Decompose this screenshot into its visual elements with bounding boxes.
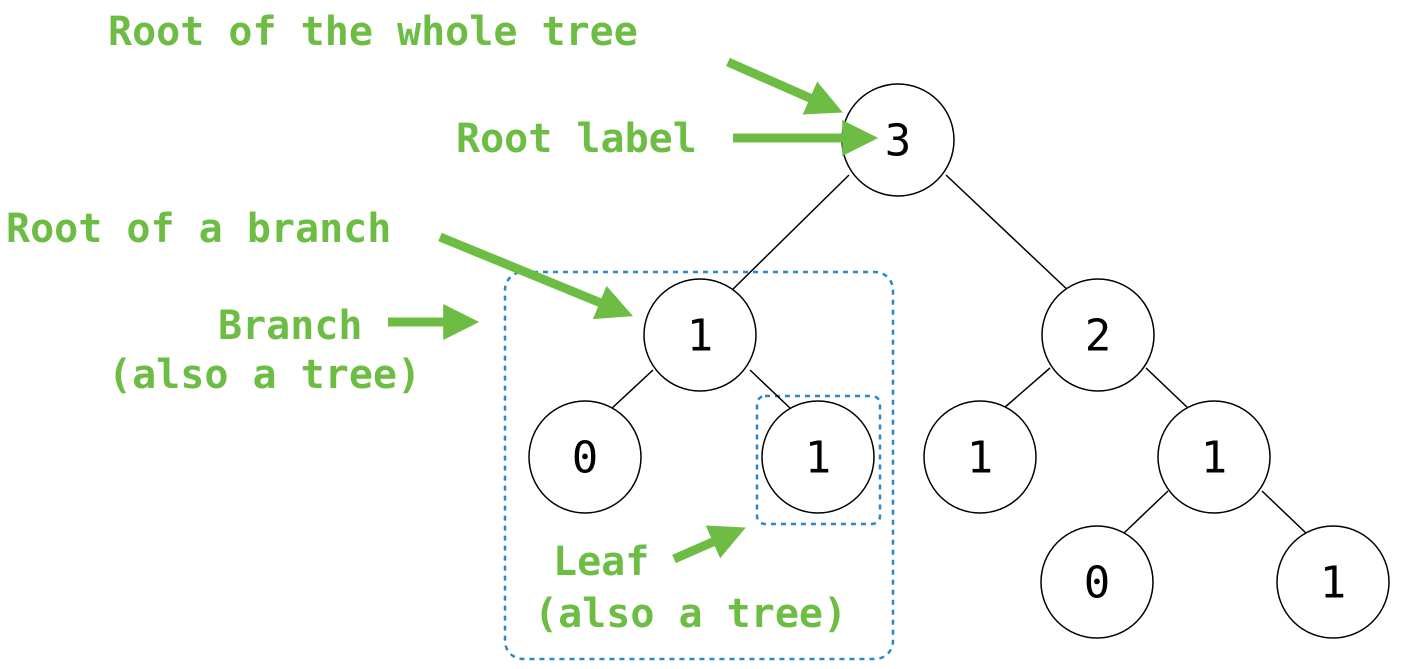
arrow-root-of-branch: [438, 232, 633, 320]
node-left-right: 1: [761, 400, 875, 514]
edge-root-right: [945, 174, 1073, 295]
node-rr-left-label: 0: [1084, 558, 1111, 609]
node-left-left: 0: [528, 400, 642, 514]
node-right: 2: [1041, 278, 1155, 392]
label-root-of-branch: Root of a branch: [6, 206, 391, 252]
edge-rr-rrright: [1261, 490, 1308, 535]
node-right-label: 2: [1085, 311, 1112, 362]
node-left: 1: [643, 278, 757, 392]
node-right-left: 1: [923, 400, 1037, 514]
edge-rr-rrleft: [1123, 490, 1169, 534]
edge-right-rightright: [1145, 367, 1190, 410]
edge-left-leftleft: [609, 369, 654, 411]
node-rr-right: 1: [1276, 525, 1390, 639]
node-rr-left: 0: [1040, 525, 1154, 639]
node-right-left-label: 1: [967, 433, 994, 484]
node-left-label: 1: [687, 311, 714, 362]
edge-left-leftright: [749, 369, 792, 410]
arrow-leaf: [672, 525, 746, 564]
node-rr-right-label: 1: [1320, 558, 1347, 609]
label-branch-line1: Branch: [218, 303, 363, 349]
node-right-right-label: 1: [1201, 433, 1228, 484]
node-root: 3: [841, 83, 955, 197]
node-left-left-label: 0: [572, 433, 599, 484]
branch-box: [503, 270, 895, 661]
node-root-label: 3: [885, 116, 912, 167]
label-branch-line2: (also a tree): [108, 352, 421, 398]
node-left-right-label: 1: [805, 433, 832, 484]
label-leaf-line1: Leaf: [553, 539, 649, 585]
edge-right-rightleft: [1003, 367, 1051, 409]
label-leaf-line2: (also a tree): [534, 591, 847, 637]
arrow-root-of-tree: [726, 57, 843, 115]
edge-root-left: [725, 174, 850, 297]
label-root-label: Root label: [456, 116, 697, 162]
label-root-of-tree: Root of the whole tree: [108, 9, 638, 55]
node-right-right: 1: [1157, 400, 1271, 514]
leaf-box: [755, 394, 882, 526]
